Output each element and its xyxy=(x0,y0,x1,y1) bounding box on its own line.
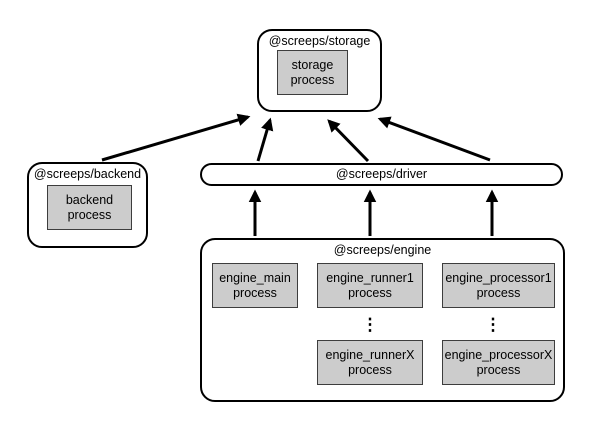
edge-backend-to-storage-arrow xyxy=(101,113,251,162)
storage-process-box: storage process xyxy=(277,50,348,95)
package-engine-title: @screeps/engine xyxy=(333,243,432,257)
engine-main-process-box: engine_main process xyxy=(212,263,298,308)
package-engine: @screeps/engine engine_main process engi… xyxy=(200,238,565,402)
edge-driver-to-storage-arrow-right xyxy=(377,116,491,162)
edge-driver-to-storage-arrow-left xyxy=(256,117,274,162)
engine-runnerX-process-box: engine_runnerX process xyxy=(317,340,423,385)
package-driver: @screeps/driver xyxy=(200,163,563,186)
engine-runner1-process-box: engine_runner1 process xyxy=(317,263,423,308)
package-storage-title: @screeps/storage xyxy=(268,34,371,48)
processor-ellipsis: ⋮ xyxy=(484,315,502,334)
package-driver-title: @screeps/driver xyxy=(335,167,428,181)
runner-ellipsis: ⋮ xyxy=(361,315,379,334)
edge-driver-to-storage-arrow-middle xyxy=(327,119,370,163)
package-backend: @screeps/backend backend process xyxy=(27,162,148,248)
engine-processorX-process-box: engine_processorX process xyxy=(442,340,555,385)
engine-processor1-process-box: engine_processor1 process xyxy=(442,263,555,308)
package-storage: @screeps/storage storage process xyxy=(257,29,382,112)
package-backend-title: @screeps/backend xyxy=(33,167,142,181)
backend-process-box: backend process xyxy=(47,185,132,230)
